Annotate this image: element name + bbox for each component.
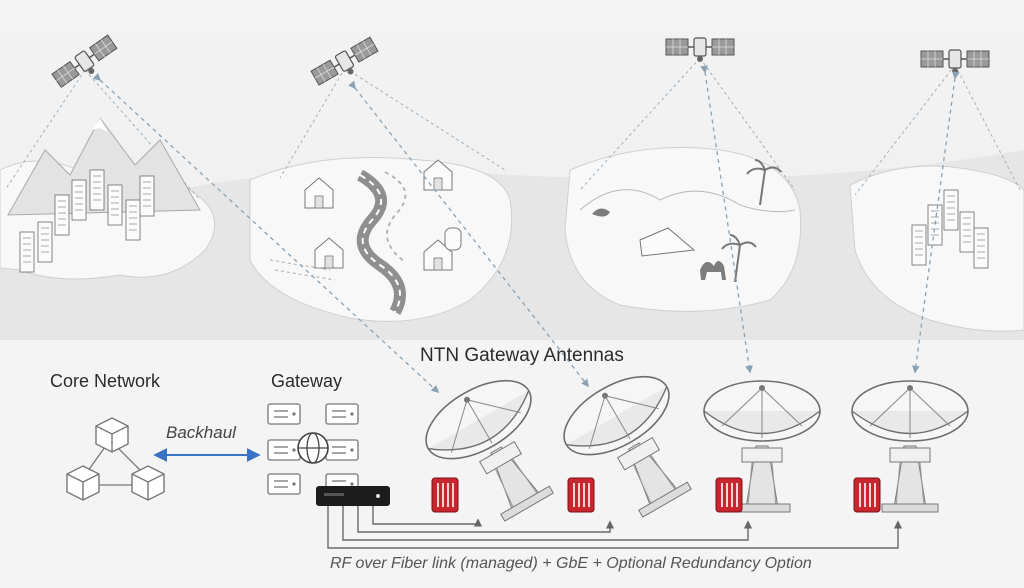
gateway-label: Gateway bbox=[271, 371, 343, 391]
backhaul-label: Backhaul bbox=[166, 423, 236, 442]
fiber-links bbox=[327, 506, 903, 549]
gateway-device-icon bbox=[316, 486, 390, 506]
core-network-label: Core Network bbox=[50, 371, 161, 391]
feeder-links bbox=[92, 65, 960, 394]
rf-unit-icon bbox=[431, 477, 459, 513]
cube-network-icon bbox=[66, 417, 165, 501]
rf-unit-icon bbox=[567, 477, 595, 513]
globe-icon bbox=[297, 432, 329, 464]
rf-unit-icon bbox=[715, 477, 743, 513]
rf-unit-icon bbox=[853, 477, 881, 513]
ntn-gateway-antennas-label: NTN Gateway Antennas bbox=[420, 345, 624, 366]
rf-link-label: RF over Fiber link (managed) + GbE + Opt… bbox=[330, 555, 812, 572]
coverage-region-village bbox=[249, 157, 513, 322]
